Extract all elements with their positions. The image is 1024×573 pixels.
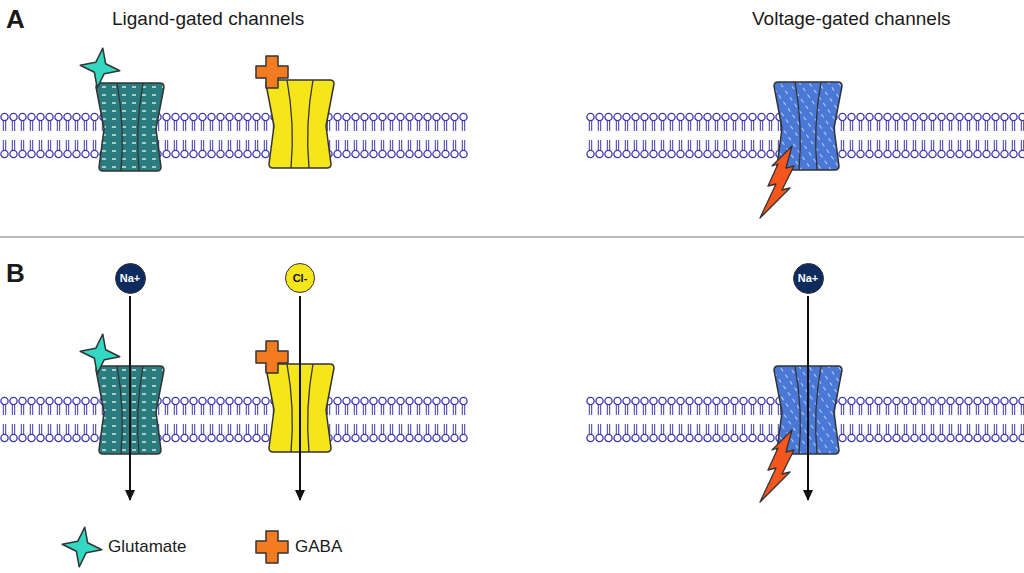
- legend-label: Glutamate: [108, 537, 186, 557]
- panel-heading: Ligand-gated channels: [112, 8, 304, 30]
- ion-circle: Cl-: [285, 263, 315, 293]
- ion-label: Cl-: [293, 272, 308, 284]
- panel-heading: Voltage-gated channels: [752, 8, 951, 30]
- ion-label: Na+: [120, 272, 141, 284]
- ion-circle: Na+: [793, 263, 824, 294]
- ion-circle: Na+: [115, 263, 146, 294]
- ion-label: Na+: [798, 272, 819, 284]
- legend-label: GABA: [295, 537, 342, 557]
- panel-letter: B: [6, 258, 25, 289]
- panel-letter: A: [6, 4, 25, 35]
